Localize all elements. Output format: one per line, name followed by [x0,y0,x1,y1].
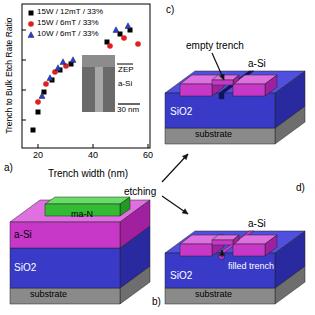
data-marker [28,32,34,38]
y-tick [22,30,26,31]
label: a-Si [248,58,266,69]
data-marker [29,11,34,16]
data-marker [60,59,66,65]
label: 30 nm [117,106,139,115]
asi-pad-front [180,244,212,256]
data-marker [135,41,141,47]
data-marker [31,128,36,133]
plot-frame [22,4,150,148]
data-marker [70,57,76,63]
label: 60 [143,151,153,161]
label: ma-N [71,210,93,220]
zep-bar [117,64,133,65]
legend-text: 15W / 6mT / 33% [37,19,99,28]
substrate-front [10,288,120,304]
label: SiO2 [14,262,36,273]
label: b) [152,296,161,307]
leader-arrow-head [219,250,224,255]
data-marker [36,110,41,115]
label: empty trench [186,40,244,51]
sio2-front [10,248,120,288]
leader-arrow-head [219,74,224,80]
label: substrate [195,130,232,140]
asi-pad-front [233,244,265,256]
y-tick [22,90,26,91]
x-tick [38,144,39,148]
label: a-Si [118,80,132,89]
label: 20 [33,151,43,161]
data-marker [35,99,41,105]
data-marker [55,65,61,71]
asi-pad-side [265,235,277,256]
asi-bridge-side [233,235,239,245]
data-marker [47,75,53,81]
data-marker [125,23,131,29]
substrate-front [165,288,275,304]
asi-layer-front [10,222,120,248]
sio2-side [275,231,305,288]
process-arrow [162,196,188,214]
legend-text: 15W / 12mT / 33% [37,8,103,17]
label: a-Si [248,218,266,229]
resist-band-side [120,197,130,216]
sio2-front [165,253,275,288]
legend-text: 10W / 6mT / 33% [37,30,99,39]
x-tick [93,144,94,148]
asi-bridge-front [212,240,233,245]
label: d) [296,182,305,193]
sio2-front [165,93,275,128]
trench-front [219,93,224,99]
label: c) [166,4,174,15]
sio2-side [275,71,305,128]
data-marker [113,27,119,33]
data-marker [28,21,34,27]
asi-bridge-side [233,75,239,85]
label: etching [124,186,156,197]
label: filled trench [228,262,274,272]
label: SiO2 [170,106,192,117]
asi-pad-front [233,84,265,96]
label: Trench to Bulk Etch Rate Ratio [4,18,13,134]
sem-inset [82,55,115,112]
label: a) [4,162,13,173]
leader-arrow [212,53,224,80]
process-arrow [162,154,188,182]
data-marker [121,35,127,41]
asi-pad-front [180,84,212,96]
substrate-front [165,128,275,144]
process-arrow-head [182,209,188,214]
asi-bridge-front [212,80,233,85]
label: substrate [195,290,232,300]
label: 40 [88,151,98,161]
label: ZEP [118,66,134,75]
data-marker [43,81,49,87]
label: Trench width (nm) [48,168,128,179]
resist-band-top [45,197,130,204]
data-marker [39,93,45,99]
scale-bar [118,103,140,104]
y-tick [22,60,26,61]
data-marker [107,43,113,49]
asi-pad-side [265,75,277,96]
y-tick [22,120,26,121]
label: SiO2 [170,270,192,281]
process-arrow-head [182,154,188,160]
label: substrate [30,290,67,300]
sem-resist [82,55,115,67]
x-tick [148,144,149,148]
label: a-Si [14,229,32,240]
